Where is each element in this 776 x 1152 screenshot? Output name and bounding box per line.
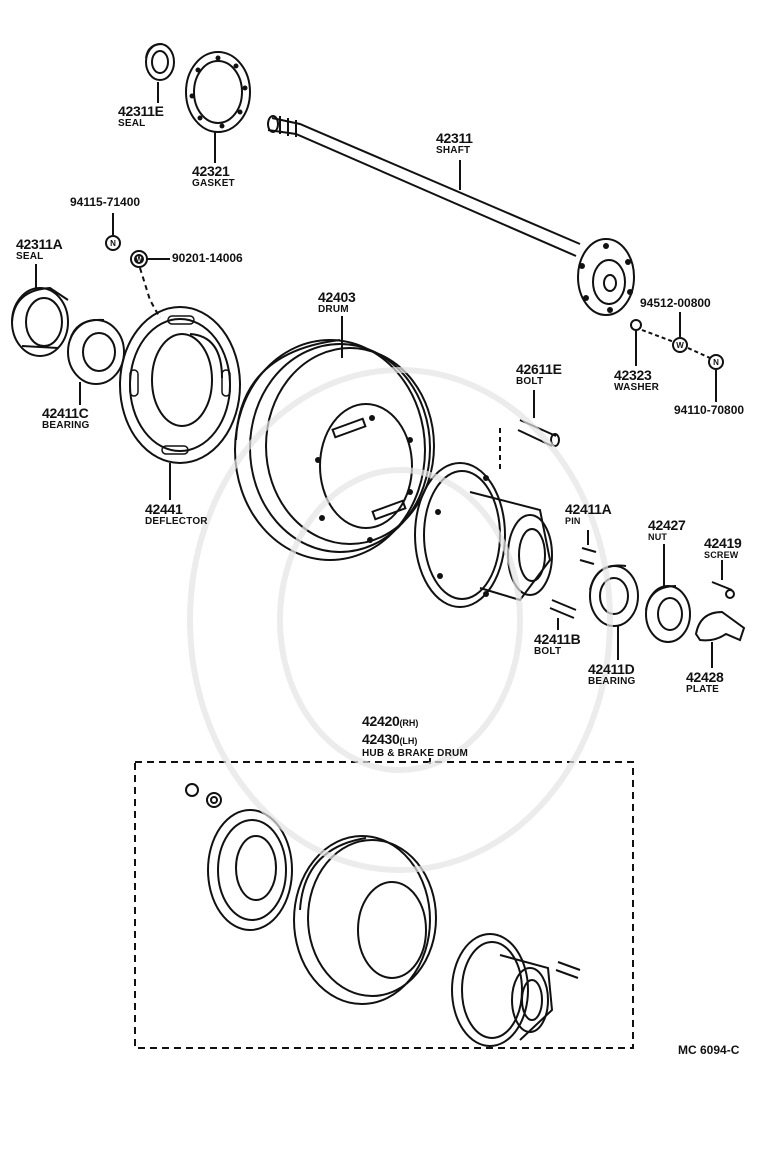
label-42403: 42403 DRUM — [318, 289, 356, 315]
bearing-42411d-drawing — [589, 564, 639, 660]
deflector-42441-drawing — [119, 306, 241, 500]
label-94110-70800: 94110-70800 — [674, 403, 745, 417]
label-94512-00800: 94512-00800 — [640, 296, 711, 310]
screw-plate-drawing — [694, 560, 746, 668]
part-name: SCREW — [704, 550, 739, 560]
label-42411a: 42411A PIN — [565, 501, 612, 526]
part-name: SHAFT — [436, 145, 471, 156]
label-42427: 42427 NUT — [648, 517, 686, 542]
nut-42427-drawing — [645, 544, 691, 643]
part-number: 42321 — [192, 163, 230, 179]
part-number: 42411D — [588, 661, 635, 677]
part-number: 42403 — [318, 289, 356, 305]
diagram-code: MC 6094-C — [678, 1043, 740, 1057]
assembly-name: HUB & BRAKE DRUM — [362, 748, 468, 759]
fastener-symbols-left — [105, 213, 170, 319]
part-number: 42411B — [534, 631, 581, 647]
part-number: 42441 — [145, 501, 183, 517]
part-number: 42611E — [516, 361, 562, 377]
label-42311e: 42311E SEAL — [118, 104, 164, 129]
part-number-rh: 42420 — [362, 713, 400, 729]
washer-symbol-right: W — [676, 341, 684, 350]
part-number-lh: 42430 — [362, 731, 400, 747]
washer-symbol-left: W — [135, 255, 143, 264]
bolt-42411b-drawing — [549, 599, 577, 630]
label-hub-brake-drum-assembly: 42420(RH) 42430(LH) HUB & BRAKE DRUM — [362, 714, 468, 759]
label-42419: 42419 SCREW — [704, 535, 742, 560]
drum-42403-drawing — [234, 316, 435, 561]
hub-drawing — [414, 462, 597, 608]
part-name: WASHER — [614, 382, 660, 393]
label-94115-71400: 94115-71400 — [70, 195, 141, 209]
part-name: SEAL — [16, 251, 44, 262]
assembly-box — [134, 761, 634, 1049]
label-42411d: 42411D BEARING — [588, 662, 636, 687]
part-number: 42411C — [42, 405, 89, 421]
label-42321: 42321 GASKET — [192, 164, 235, 189]
gasket-42321-drawing — [185, 51, 251, 163]
part-number: 42311A — [16, 236, 63, 252]
part-number: 42427 — [648, 517, 686, 533]
seal-42311e-drawing — [145, 43, 175, 103]
label-42441: 42441 DEFLECTOR — [145, 502, 208, 527]
bolt-42611e-drawing — [499, 390, 560, 470]
label-90201-14006: 90201-14006 — [172, 251, 243, 265]
label-42411b: 42411B BOLT — [534, 631, 581, 657]
part-name: GASKET — [192, 178, 235, 189]
part-number: 42428 — [686, 669, 724, 685]
part-name: BOLT — [534, 646, 562, 657]
part-number: 42419 — [704, 535, 742, 551]
part-number: 42411A — [565, 501, 612, 517]
suffix-lh: (LH) — [399, 736, 418, 746]
shaft-42311-drawing — [267, 115, 635, 316]
part-number: 42311E — [118, 103, 164, 119]
suffix-rh: (RH) — [399, 718, 419, 728]
watermark-emblem — [187, 367, 613, 873]
part-name: BEARING — [42, 420, 90, 431]
part-name: DEFLECTOR — [145, 516, 208, 527]
part-number: 42323 — [614, 367, 652, 383]
seal-42311a-drawing — [11, 264, 69, 357]
label-42428: 42428 PLATE — [686, 669, 724, 695]
label-42411c: 42411C BEARING — [42, 406, 90, 431]
label-42311a: 42311A SEAL — [16, 236, 63, 262]
assembly-drawing — [185, 783, 581, 1047]
part-name: PLATE — [686, 684, 720, 695]
part-name: SEAL — [118, 118, 146, 129]
nut-symbol-left: N — [110, 239, 116, 248]
part-number: 42311 — [436, 130, 473, 146]
label-42311: 42311 SHAFT — [436, 131, 473, 156]
part-name: NUT — [648, 532, 668, 542]
bearing-42411c-drawing — [67, 318, 125, 405]
part-name: PIN — [565, 516, 581, 526]
part-name: DRUM — [318, 304, 349, 315]
part-name: BEARING — [588, 676, 636, 687]
label-42323: 42323 WASHER — [614, 368, 659, 393]
label-42611e: 42611E BOLT — [516, 362, 562, 387]
fastener-symbols-right — [630, 312, 724, 402]
part-name: BOLT — [516, 376, 544, 387]
nut-symbol-right: N — [713, 358, 719, 367]
